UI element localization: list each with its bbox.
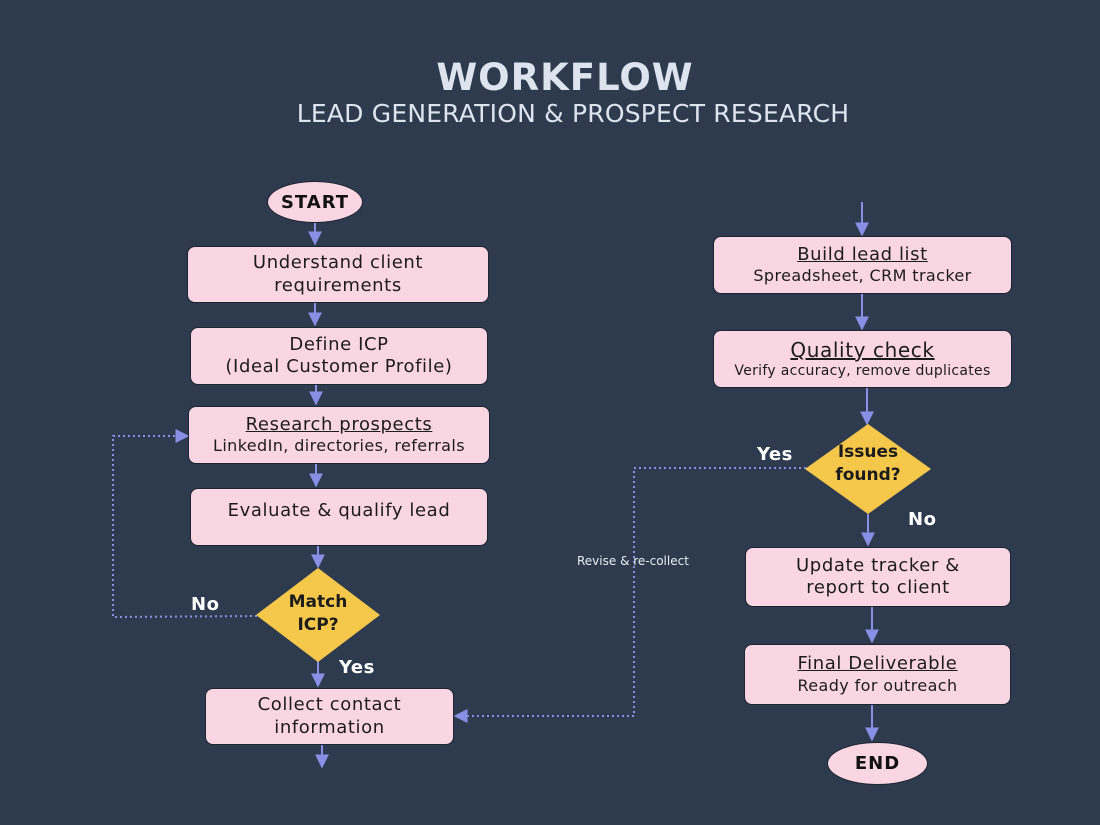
decision-line: ICP?: [297, 614, 339, 635]
step-title: Final Deliverable: [797, 653, 958, 675]
step-research-prospects: Research prospects LinkedIn, directories…: [188, 406, 490, 464]
decision-no-label: No: [191, 594, 220, 615]
decision-match-icp: Match ICP?: [268, 591, 368, 637]
step-title: Quality check: [790, 337, 935, 362]
decision-line: Match: [288, 592, 348, 612]
page-title: WORKFLOW: [436, 56, 694, 99]
step-collect-contact: Collect contact information: [205, 688, 454, 745]
decision-match-icp-shape: [256, 568, 380, 662]
step-subtitle: LinkedIn, directories, referrals: [213, 436, 465, 456]
step-title: Evaluate & qualify lead: [227, 500, 451, 521]
step-line: Understand client: [252, 252, 424, 273]
decision-line: found?: [835, 464, 901, 485]
step-quality-check: Quality check Verify accuracy, remove du…: [713, 330, 1012, 388]
page-subtitle: LEAD GENERATION & PROSPECT RESEARCH: [296, 99, 850, 128]
step-final-deliverable: Final Deliverable Ready for outreach: [744, 644, 1011, 705]
loop-note: Revise & re-collect: [577, 554, 689, 568]
step-title: Build lead list: [797, 243, 928, 265]
step-subtitle: Verify accuracy, remove duplicates: [734, 362, 991, 379]
step-title: Research prospects: [245, 413, 433, 435]
decision-yes-label: Yes: [339, 657, 375, 678]
loop-yes-back-to-collect: [453, 467, 806, 723]
step-build-lead-list: Build lead list Spreadsheet, CRM tracker: [713, 236, 1012, 294]
step-line: (Ideal Customer Profile): [225, 356, 453, 377]
step-evaluate-lead: Evaluate & qualify lead: [190, 488, 488, 546]
step-line: Define ICP: [289, 333, 389, 355]
step-subtitle: Ready for outreach: [797, 675, 958, 695]
step-define-icp: Define ICP (Ideal Customer Profile): [190, 327, 488, 385]
step-line: report to client: [806, 577, 950, 598]
decision-yes-label: Yes: [757, 444, 793, 465]
step-line: requirements: [274, 274, 402, 296]
step-line: Collect contact: [257, 694, 402, 715]
decision-issues-found: Issues found?: [818, 441, 918, 487]
step-subtitle: Spreadsheet, CRM tracker: [753, 266, 972, 286]
start-node: START: [267, 181, 363, 223]
decision-issues-shape: [805, 424, 931, 514]
step-update-tracker: Update tracker & report to client: [745, 547, 1011, 607]
end-node: END: [827, 742, 928, 785]
decision-no-label: No: [908, 509, 937, 530]
decision-line: Issues: [837, 442, 899, 462]
step-line: information: [274, 716, 385, 738]
step-line: Update tracker &: [796, 554, 960, 576]
step-understand-requirements: Understand client requirements: [187, 246, 489, 303]
